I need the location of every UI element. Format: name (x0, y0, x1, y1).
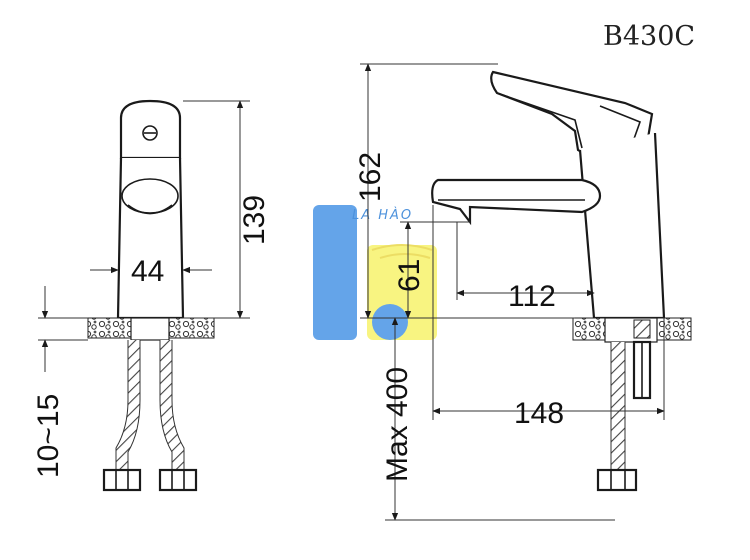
dim-112: 112 (508, 280, 556, 313)
dim-61: 61 (393, 259, 426, 292)
side-view: 162 61 Max 400 112 148 (354, 63, 692, 521)
dim-148: 148 (514, 397, 564, 430)
dim-162: 162 (354, 152, 387, 202)
dim-max-400: Max 400 (381, 367, 414, 482)
front-view: 139 44 10~15 (32, 99, 271, 492)
dim-139: 139 (238, 195, 271, 245)
model-code: B430C (603, 21, 695, 52)
dim-10-15: 10~15 (32, 394, 65, 478)
watermark-logo: LA HÀO (313, 205, 437, 340)
dim-44: 44 (131, 255, 164, 288)
watermark-text: LA HÀO (352, 207, 413, 223)
